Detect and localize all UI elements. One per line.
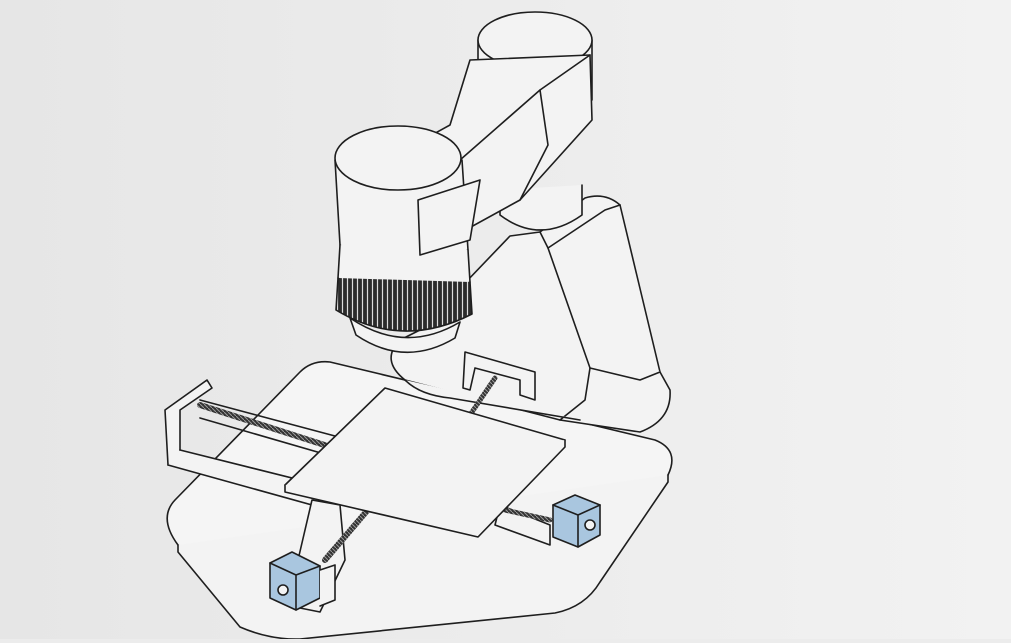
column-pedestal bbox=[390, 195, 671, 433]
focus-ring bbox=[335, 277, 473, 332]
stepper-motor-front bbox=[269, 551, 336, 611]
stepper-motor-side bbox=[552, 494, 601, 548]
y-axis-rail-rear bbox=[462, 351, 536, 418]
sample-platform bbox=[284, 387, 566, 538]
optical-head bbox=[334, 125, 481, 354]
x-leadscrew bbox=[197, 402, 343, 453]
